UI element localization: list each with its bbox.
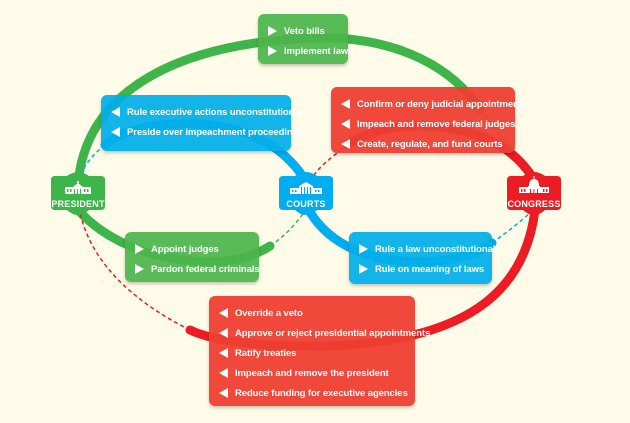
list-item: Override a veto [219, 303, 405, 323]
list-item: Create, regulate, and fund courts [341, 134, 505, 154]
congress-president-arc-dashed [79, 211, 191, 331]
arrow-left-icon [341, 139, 350, 149]
congress-powers-over-president-box: Override a veto Approve or reject presid… [209, 296, 430, 406]
president-label: PRESIDENT [51, 199, 105, 209]
list-item: Preside over impeachment proceedings [111, 122, 304, 142]
arrow-left-icon [341, 119, 350, 129]
list-item: Impeach and remove the president [219, 363, 405, 383]
list-item: Rule a law unconstitutional [359, 239, 495, 259]
item-text: Override a veto [235, 307, 303, 319]
arrow-right-icon [359, 244, 368, 254]
item-text: Veto bills [284, 25, 325, 37]
congress-label: CONGRESS [507, 199, 561, 209]
list-item: Approve or reject presidential appointme… [219, 323, 430, 343]
courts-node: COURTS [275, 172, 337, 218]
president-powers-over-congress-box: Veto bills Implement laws [258, 14, 353, 64]
arrow-right-icon [268, 26, 277, 36]
list-item: Impeach and remove federal judges [341, 114, 515, 134]
courts-powers-over-congress-box: Rule a law unconstitutional Rule on mean… [349, 232, 495, 284]
list-item: Pardon federal criminals [135, 259, 260, 279]
arrow-right-icon [268, 46, 277, 56]
item-text: Reduce funding for executive agencies [235, 387, 408, 399]
arrow-left-icon [219, 368, 228, 378]
item-text: Ratify treaties [235, 347, 297, 359]
item-text: Approve or reject presidential appointme… [235, 327, 431, 339]
list-item: Implement laws [268, 41, 353, 61]
courts-powers-over-president-box: Rule executive actions unconstitutional … [101, 95, 304, 151]
arrow-left-icon [219, 348, 228, 358]
item-text: Confirm or deny judicial appointments [357, 98, 527, 110]
congress-powers-over-courts-box: Confirm or deny judicial appointments Im… [331, 87, 527, 154]
item-text: Rule executive actions unconstitutional [127, 106, 303, 118]
list-item: Ratify treaties [219, 343, 405, 363]
arrow-left-icon [111, 127, 120, 137]
list-item: Rule on meaning of laws [359, 259, 485, 279]
arrow-left-icon [341, 99, 350, 109]
item-text: Appoint judges [151, 243, 219, 255]
item-text: Implement laws [284, 45, 354, 57]
list-item: Rule executive actions unconstitutional [111, 102, 302, 122]
list-item: Appoint judges [135, 239, 249, 259]
arrow-right-icon [135, 244, 144, 254]
item-text: Impeach and remove the president [235, 367, 389, 379]
item-text: Create, regulate, and fund courts [357, 138, 503, 150]
arrow-left-icon [219, 308, 228, 318]
arrow-left-icon [219, 388, 228, 398]
list-item: Veto bills [268, 21, 338, 41]
congress-node: CONGRESS [503, 172, 565, 218]
arrow-right-icon [359, 264, 368, 274]
president-node: PRESIDENT [47, 172, 109, 218]
list-item: Confirm or deny judicial appointments [341, 94, 527, 114]
list-item: Reduce funding for executive agencies [219, 383, 408, 403]
item-text: Preside over impeachment proceedings [127, 126, 304, 138]
supreme-court-icon [290, 182, 322, 194]
arrow-left-icon [111, 107, 120, 117]
item-text: Rule a law unconstitutional [375, 243, 496, 255]
item-text: Pardon federal criminals [151, 263, 260, 275]
arrow-left-icon [219, 328, 228, 338]
arrow-right-icon [135, 264, 144, 274]
white-house-icon [65, 181, 91, 194]
item-text: Rule on meaning of laws [375, 263, 485, 275]
president-courts-arc-dashed [269, 211, 305, 247]
courts-label: COURTS [286, 199, 326, 209]
president-powers-over-courts-box: Appoint judges Pardon federal criminals [125, 232, 260, 282]
item-text: Impeach and remove federal judges [357, 118, 516, 130]
capitol-icon [519, 176, 549, 193]
